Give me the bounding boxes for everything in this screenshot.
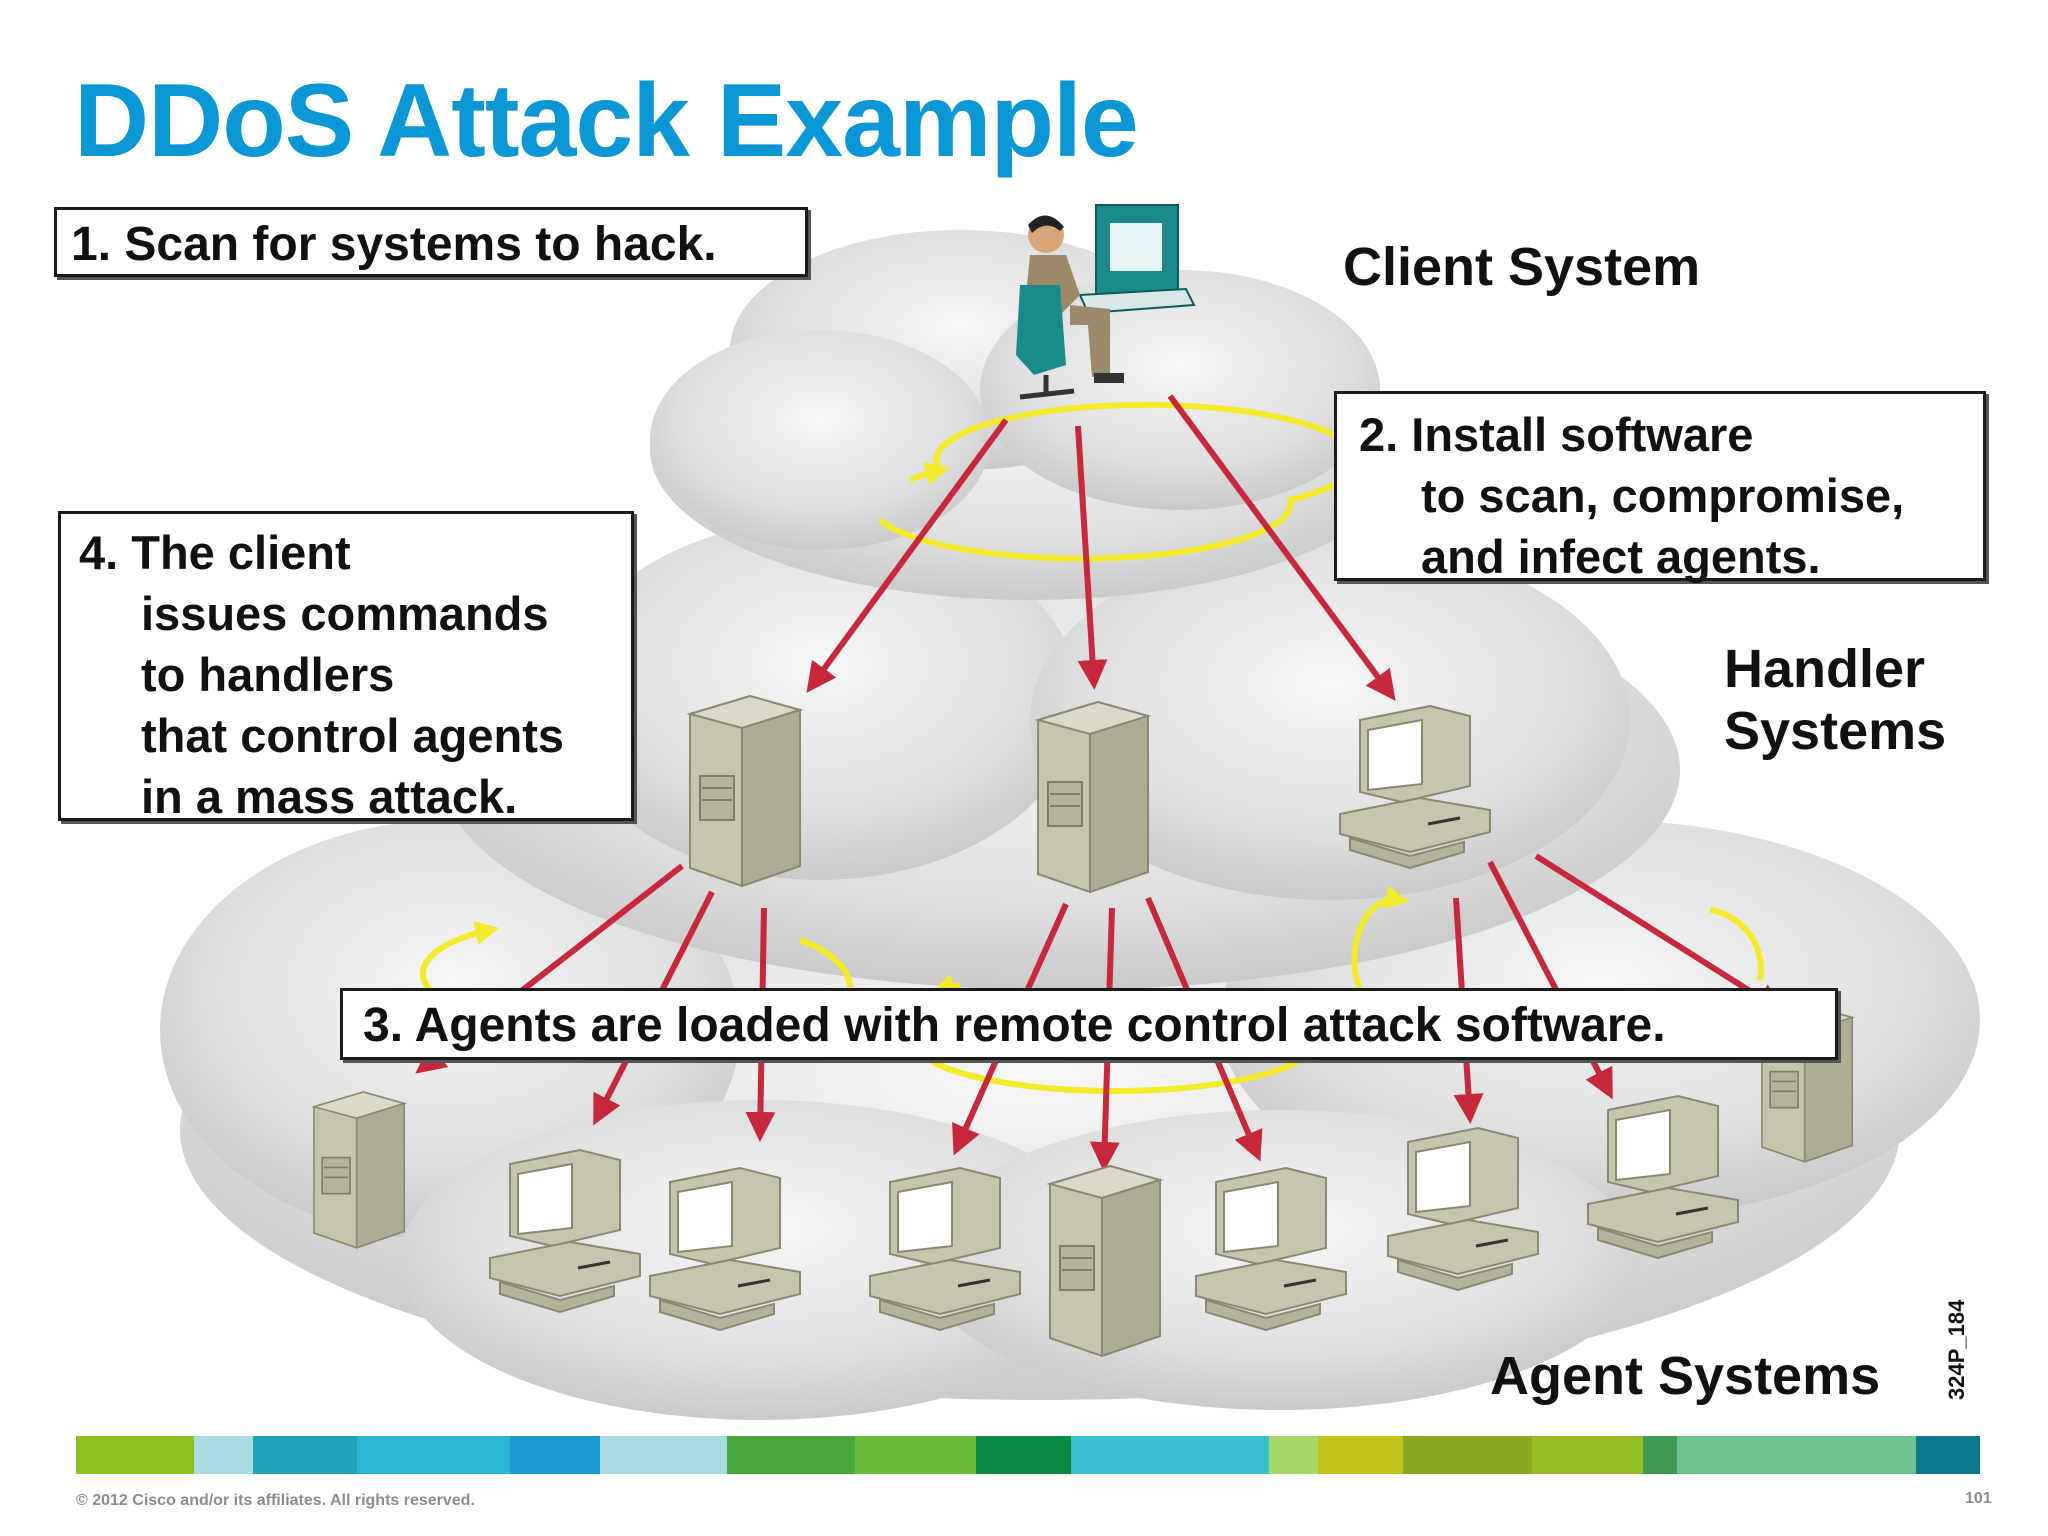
agent-server-5 <box>1049 1165 1161 1357</box>
stripe-segment <box>727 1436 855 1474</box>
step2-callout: 2. Install software to scan, compromise,… <box>1334 391 1986 583</box>
agent-server-1 <box>313 1091 406 1249</box>
ring-agents-right <box>1351 885 1764 992</box>
step2-line-3: and infect agents. <box>1421 530 1821 583</box>
agent-systems-label: Agent Systems <box>1490 1346 1881 1406</box>
slide-title: DDoS Attack Example <box>74 63 1139 179</box>
stripe-segment <box>76 1436 195 1474</box>
step4-callout: 4. The client issues commands to handler… <box>58 511 634 823</box>
stripe-segment <box>1318 1436 1404 1474</box>
handler-systems-label: Handler Systems <box>1724 638 1946 762</box>
stripe-segment <box>854 1436 976 1474</box>
step4-line-2: issues commands <box>141 587 549 640</box>
step2-line-2: to scan, compromise, <box>1421 469 1905 522</box>
color-stripe <box>76 1436 1980 1474</box>
figure-code: 324P_184 <box>1944 1299 1969 1400</box>
ring-agents-left <box>419 921 854 992</box>
step4-line-3: to handlers <box>141 648 395 701</box>
person-at-computer-icon <box>1016 204 1196 400</box>
stripe-segment <box>1643 1436 1678 1474</box>
stripe-segment <box>1915 1436 1980 1474</box>
step3-text: 3. Agents are loaded with remote control… <box>363 999 1666 1052</box>
stripe-segment <box>509 1436 600 1474</box>
stripe-segment <box>1677 1436 1916 1474</box>
step1-callout: 1. Scan for systems to hack. <box>54 207 808 277</box>
client-system-label: Client System <box>1343 237 1701 297</box>
stripe-segment <box>194 1436 253 1474</box>
stripe-segment <box>1070 1436 1270 1474</box>
handler-label-line-2: Systems <box>1724 701 1947 761</box>
copyright-footer: © 2012 Cisco and/or its affiliates. All … <box>76 1492 475 1509</box>
step4-line-1: 4. The client <box>79 526 351 579</box>
stripe-segment <box>976 1436 1071 1474</box>
step3-callout: 3. Agents are loaded with remote control… <box>340 988 1838 1060</box>
handler-server-1 <box>689 695 801 887</box>
arrows-client-to-handlers <box>806 394 1396 701</box>
stripe-segment <box>1531 1436 1644 1474</box>
handler-label-line-1: Handler <box>1724 639 1926 699</box>
step4-line-5: in a mass attack. <box>141 770 518 823</box>
stripe-segment <box>599 1436 728 1474</box>
step1-text: 1. Scan for systems to hack. <box>71 218 717 271</box>
step2-line-1: 2. Install software <box>1359 408 1754 461</box>
stripe-segment <box>1403 1436 1532 1474</box>
page-number: 101 <box>1965 1490 1992 1507</box>
stripe-segment <box>1269 1436 1319 1474</box>
stripe-segment <box>356 1436 510 1474</box>
step4-line-4: that control agents <box>141 709 565 762</box>
handler-server-2 <box>1037 701 1149 893</box>
stripe-segment <box>252 1436 357 1474</box>
